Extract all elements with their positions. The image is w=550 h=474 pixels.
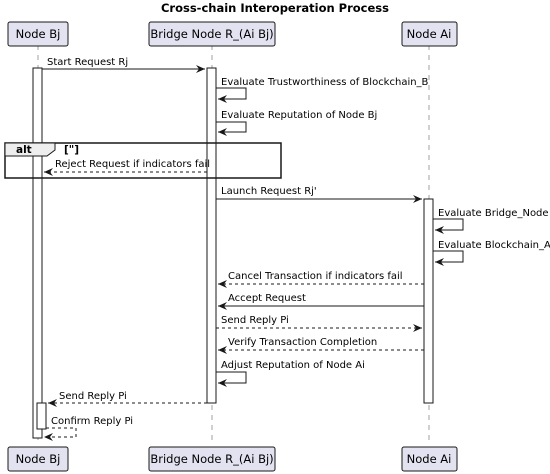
participant-label: Node Bj <box>16 27 61 41</box>
participant-label: Node Bj <box>16 452 61 466</box>
participant-bridge-node-bottom: Bridge Node R_(Ai Bj) <box>148 446 276 472</box>
participant-label: Node Ai <box>407 452 452 466</box>
message-label: Verify Transaction Completion <box>228 337 377 348</box>
message-9: Send Reply Pi <box>216 315 422 332</box>
message-12: Send Reply Pi <box>48 391 207 407</box>
message-label: Adjust Reputation of Node Ai <box>221 360 365 371</box>
message-4: Launch Request Rj' <box>216 186 422 203</box>
message-label: Evaluate Bridge_Node <box>438 208 549 219</box>
message-label: Evaluate Reputation of Node Bj <box>221 110 377 121</box>
participant-label: Bridge Node R_(Ai Bj) <box>150 452 273 466</box>
diagram-title: Cross-chain Interoperation Process <box>161 1 389 15</box>
message-label: Send Reply Pi <box>59 391 127 402</box>
participant-node-ai-bottom: Node Ai <box>401 446 458 472</box>
message-3: Reject Request if indicators fail <box>44 159 210 176</box>
message-label: Start Request Rj <box>47 57 128 68</box>
message-7: Cancel Transaction if indicators fail <box>218 271 424 288</box>
message-label: Evaluate Trustworthiness of Blockchain_B <box>221 77 429 88</box>
message-1: Evaluate Trustworthiness of Blockchain_B <box>216 77 429 103</box>
activation-bar-bridge-node <box>206 67 217 404</box>
alt-keyword: alt <box>16 144 32 156</box>
participant-label: Bridge Node R_(Ai Bj) <box>150 27 273 41</box>
participant-label: Node Ai <box>407 27 452 41</box>
message-13: Confirm Reply Pi <box>44 416 133 441</box>
message-8: Accept Request <box>218 293 424 310</box>
message-label: Reject Request if indicators fail <box>55 159 210 170</box>
participant-node-ai-top: Node Ai <box>401 21 458 47</box>
participant-node-bj-top: Node Bj <box>7 21 69 47</box>
message-5: Evaluate Bridge_Node <box>433 208 549 234</box>
participant-node-bj-bottom: Node Bj <box>7 446 69 472</box>
message-10: Verify Transaction Completion <box>218 337 424 354</box>
message-0: Start Request Rj <box>42 57 205 73</box>
alt-guard: ["] <box>64 144 79 156</box>
message-label: Evaluate Blockchain_A <box>438 240 550 251</box>
activation-bar-node-ai <box>423 198 434 404</box>
message-label: Cancel Transaction if indicators fail <box>228 271 403 282</box>
message-label: Accept Request <box>228 293 306 304</box>
message-6: Evaluate Blockchain_A <box>433 240 550 266</box>
message-11: Adjust Reputation of Node Ai <box>216 360 365 387</box>
activation-bar-node-bj-reply <box>36 402 47 430</box>
message-label: Launch Request Rj' <box>221 186 317 197</box>
activation-bar-node-bj <box>32 67 43 439</box>
message-label: Confirm Reply Pi <box>51 416 133 427</box>
message-label: Send Reply Pi <box>221 315 289 326</box>
message-2: Evaluate Reputation of Node Bj <box>216 110 377 136</box>
alt-fragment: alt ["] <box>4 142 282 179</box>
participant-bridge-node-top: Bridge Node R_(Ai Bj) <box>148 21 276 47</box>
